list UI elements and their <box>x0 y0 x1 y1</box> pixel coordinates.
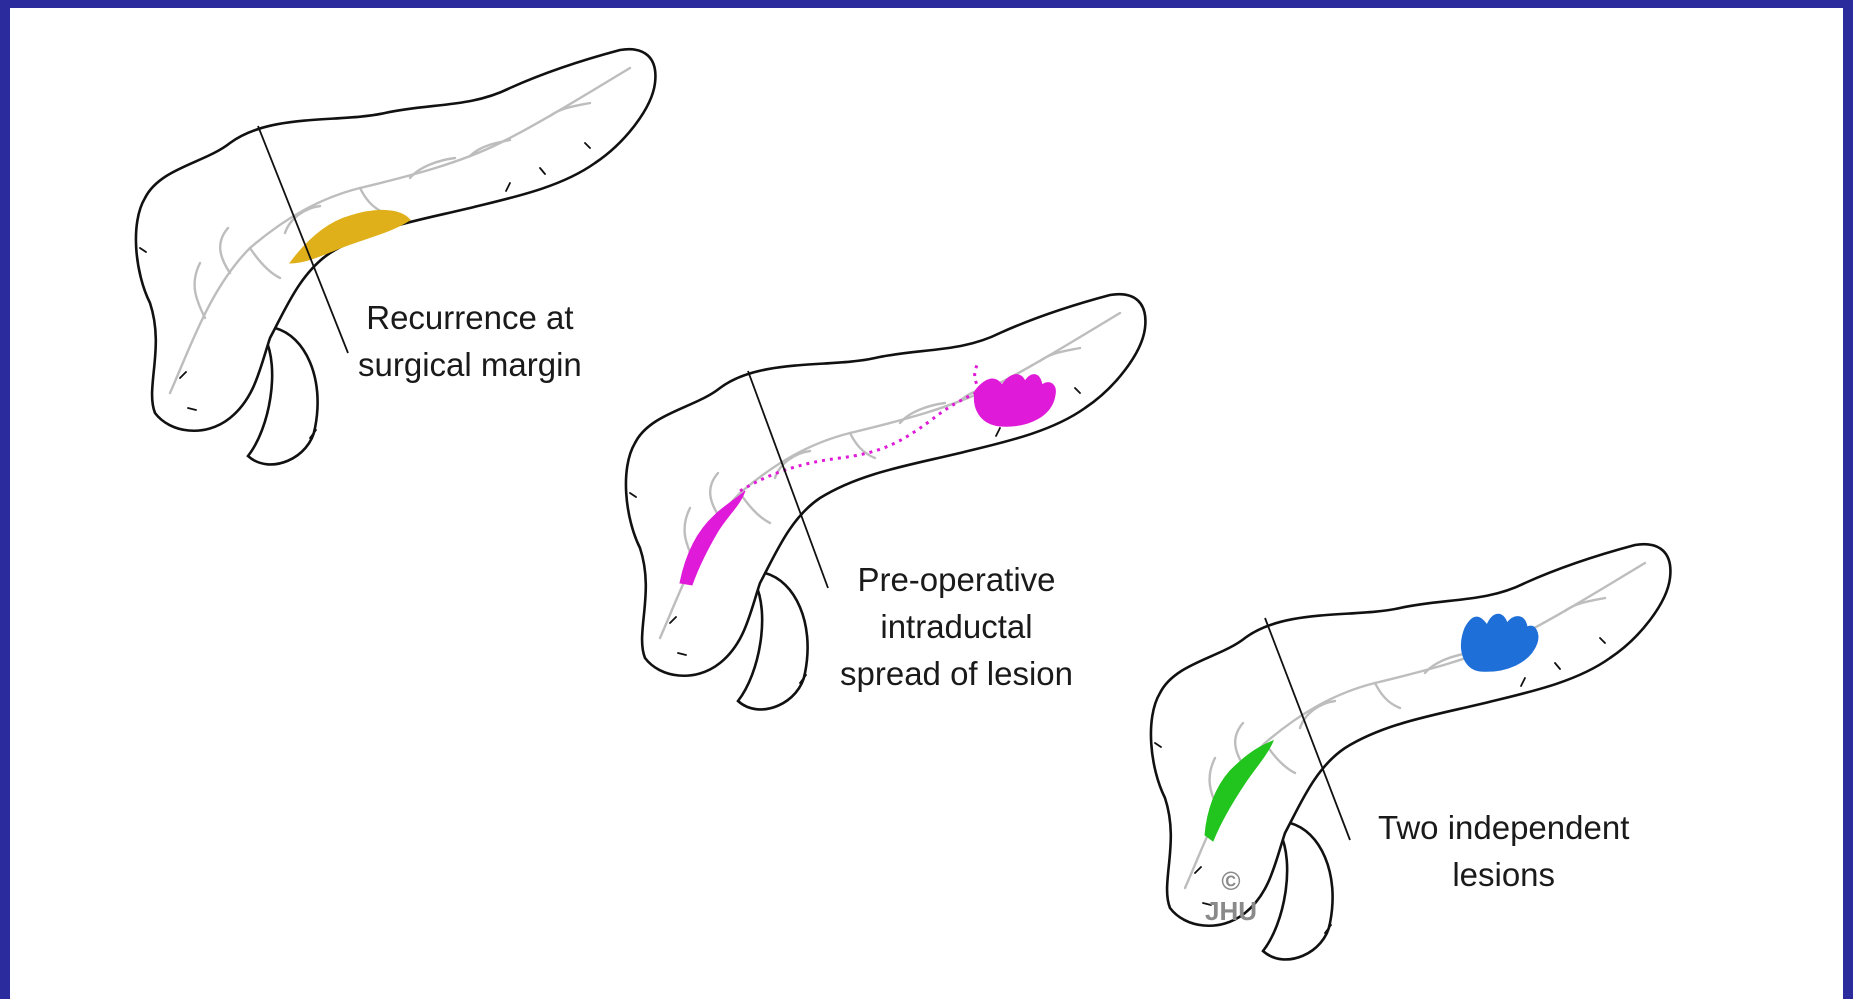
copyright-text: JHU <box>1205 896 1257 926</box>
copyright-watermark: © JHU <box>1205 866 1257 926</box>
caption-line: Pre-operative <box>840 556 1073 603</box>
pancreas-panel-1 <box>136 49 655 464</box>
caption-line: surgical margin <box>358 341 582 388</box>
caption-line: Two independent <box>1378 804 1629 851</box>
caption-panel-1: Recurrence at surgical margin <box>358 294 582 388</box>
copyright-symbol: © <box>1205 866 1257 896</box>
caption-line: lesions <box>1378 851 1629 898</box>
caption-panel-3: Two independent lesions <box>1378 804 1629 898</box>
caption-line: spread of lesion <box>840 650 1073 697</box>
caption-line: intraductal <box>840 603 1073 650</box>
caption-panel-2: Pre-operative intraductal spread of lesi… <box>840 556 1073 697</box>
figure-slide: Recurrence at surgical margin Pre-operat… <box>10 8 1843 999</box>
caption-line: Recurrence at <box>358 294 582 341</box>
